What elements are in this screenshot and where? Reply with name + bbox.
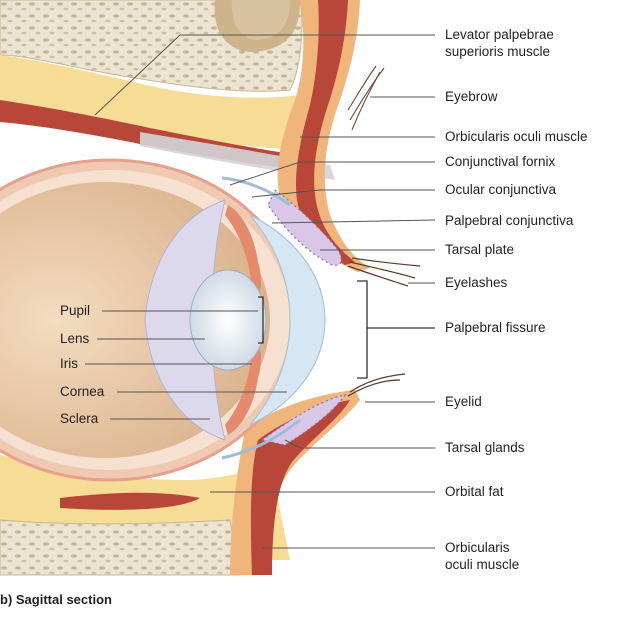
label-ocular-conjunctiva: Ocular conjunctiva	[445, 182, 557, 197]
label-palpebral-conjunctiva: Palpebral conjunctiva	[445, 213, 574, 228]
label-cornea: Cornea	[60, 384, 105, 399]
label-iris: Iris	[60, 356, 78, 371]
label-orbicularis-oculi: Orbicularis oculi muscle	[445, 129, 588, 144]
label-sclera: Sclera	[60, 411, 99, 426]
iris-tissue-lower	[225, 345, 261, 435]
palpebral-fissure-bracket	[357, 280, 435, 379]
eyebrow-hairs	[347, 65, 385, 131]
eyelashes-upper	[347, 257, 421, 287]
orbital-roof-bone	[0, 0, 303, 92]
superior-orbital-fat	[0, 55, 320, 150]
eyeball	[0, 158, 326, 482]
label-eyelashes: Eyelashes	[445, 275, 508, 290]
lens-shape	[189, 269, 267, 371]
upper-eyelid-tissue	[277, 0, 370, 272]
label-palpebral-fissure: Palpebral fissure	[445, 320, 546, 335]
label-levator-line1: Levator palpebrae	[445, 27, 554, 42]
label-orbicularis-line2: oculi muscle	[445, 557, 520, 572]
conjunctiva-line-lower	[221, 418, 301, 460]
upper-tarsal-plate	[267, 189, 342, 266]
label-tarsal-glands: Tarsal glands	[445, 440, 525, 455]
label-orbicularis-line1: Orbicularis	[445, 540, 510, 555]
eyelashes-lower	[347, 373, 406, 397]
label-conjunctival-fornix: Conjunctival fornix	[445, 154, 556, 169]
label-orbital-fat: Orbital fat	[445, 484, 504, 499]
inferior-muscle	[60, 492, 200, 510]
label-tarsal-plate: Tarsal plate	[445, 242, 515, 257]
label-eyebrow: Eyebrow	[445, 89, 498, 104]
leader-lines-right	[94, 34, 436, 549]
figure-caption: b) Sagittal section	[0, 592, 112, 607]
cornea-shape	[249, 214, 326, 426]
leader-lines-left	[85, 310, 287, 420]
label-levator-line2: superioris muscle	[445, 44, 551, 59]
label-eyelid: Eyelid	[445, 394, 482, 409]
label-lens: Lens	[60, 331, 90, 346]
iris-tissue	[225, 205, 261, 295]
orbital-floor-bone	[0, 519, 241, 576]
pupil-bracket	[258, 296, 264, 344]
label-pupil: Pupil	[60, 303, 91, 318]
conjunctiva-line	[221, 176, 291, 207]
